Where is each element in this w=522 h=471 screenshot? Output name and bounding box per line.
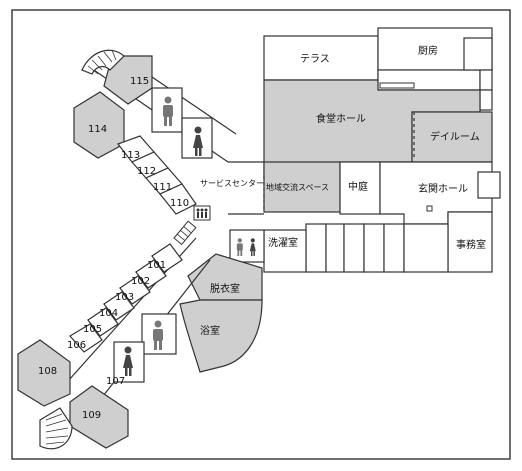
community-space-label: 地域交流スペース <box>266 182 329 192</box>
bathroom-room <box>179 299 263 373</box>
room-110-label: 110 <box>170 198 189 209</box>
sw-stair-treads <box>45 413 69 445</box>
room-101-box <box>151 243 183 273</box>
day-room <box>411 111 493 163</box>
room-113-label: 113 <box>121 150 140 161</box>
sw-stair <box>39 407 73 450</box>
community-space-room <box>263 161 341 213</box>
dressing-room-label: 脱衣室 <box>210 282 240 295</box>
bathroom-label: 浴室 <box>200 324 220 337</box>
entrance-vestibule <box>477 171 501 199</box>
room-103-box <box>119 275 151 305</box>
terrace-label: テラス <box>300 53 330 65</box>
small-toilet-block <box>229 229 265 263</box>
room-102-box <box>135 259 167 289</box>
kitchen-small-1 <box>479 69 493 91</box>
room-105-label: 105 <box>83 324 102 335</box>
room-115-label: 115 <box>130 76 149 87</box>
room-104-label: 104 <box>99 308 118 319</box>
entrance-pillar <box>426 205 433 212</box>
plan-frame <box>11 9 511 460</box>
office-room <box>447 211 493 273</box>
room-108 <box>17 339 71 407</box>
room-114-label: 114 <box>88 124 107 135</box>
courtyard-label: 中庭 <box>348 180 368 193</box>
east-room-2 <box>325 223 345 273</box>
room-105-box <box>87 307 119 337</box>
day-room-label: デイルーム <box>430 130 480 143</box>
east-room-6 <box>403 223 449 273</box>
dining-hall-label: 食堂ホール <box>316 112 366 125</box>
east-room-3 <box>343 223 365 273</box>
room-112-label: 112 <box>137 166 156 177</box>
room-115 <box>103 55 153 105</box>
female-toilet-icon <box>249 238 256 256</box>
entrance-hall-label: 玄関ホール <box>418 182 468 195</box>
female-toilet-icon <box>123 346 133 376</box>
courtyard <box>339 161 381 215</box>
room-111-label: 111 <box>153 182 172 193</box>
laundry-label: 洗濯室 <box>268 236 298 249</box>
room-106-box <box>69 323 103 353</box>
kitchen-small-2 <box>479 89 493 111</box>
nw-stair-treads <box>87 49 117 75</box>
laundry-room <box>263 229 307 273</box>
dressing-room <box>187 253 263 301</box>
room-101-label: 101 <box>147 260 166 271</box>
room-103-label: 103 <box>115 292 134 303</box>
service-center-label: サービスセンター <box>200 179 264 188</box>
room-107-label: 107 <box>106 376 125 387</box>
room-106-label: 106 <box>67 340 86 351</box>
central-stair <box>173 220 197 246</box>
room-108-label: 108 <box>38 366 57 377</box>
kitchen-store <box>463 37 493 71</box>
room-104-box <box>103 291 135 321</box>
east-room-5 <box>383 223 405 273</box>
east-room-4 <box>363 223 385 273</box>
central-hub <box>228 161 264 215</box>
room-110-box <box>159 183 197 215</box>
male-toilet-icon <box>236 238 243 256</box>
male-toilet-icon <box>153 320 163 350</box>
room-109-label: 109 <box>82 410 101 421</box>
female-toilet-icon <box>193 126 203 156</box>
male-toilet-icon <box>163 96 173 126</box>
dining-counter <box>379 82 415 89</box>
office-label: 事務室 <box>456 238 486 251</box>
kitchen-label: 厨房 <box>418 44 438 57</box>
elevator-icon <box>193 205 211 221</box>
room-102-label: 102 <box>131 276 150 287</box>
east-room-1 <box>305 223 327 273</box>
